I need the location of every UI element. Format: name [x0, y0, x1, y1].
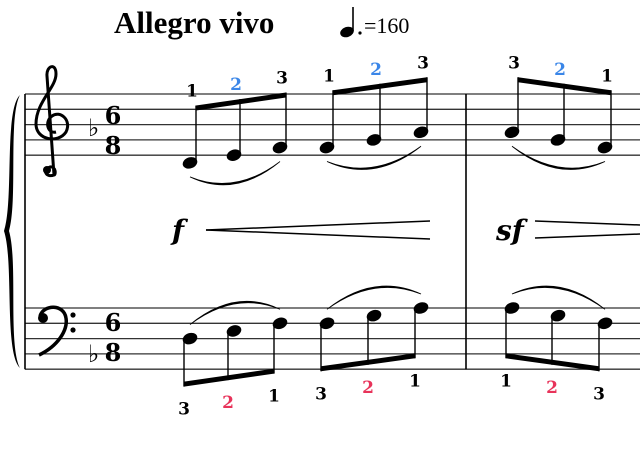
slur — [511, 285, 606, 310]
time-sig-bottom: 8 — [105, 338, 122, 367]
fingering: 2 — [222, 393, 234, 413]
brace — [4, 95, 20, 368]
beam — [518, 77, 611, 96]
slur — [326, 285, 422, 310]
time-sig-bottom: 8 — [105, 131, 122, 160]
fingering: 1 — [500, 371, 512, 391]
crescendo-hairpin — [205, 220, 431, 240]
note-head — [504, 302, 520, 314]
treble-clef-icon — [34, 65, 69, 178]
fingering: 1 — [409, 371, 421, 391]
slur — [326, 145, 422, 170]
slur — [189, 300, 281, 325]
fingering: 3 — [508, 53, 520, 73]
decrescendo-hairpin — [534, 220, 640, 239]
fingering: 1 — [323, 66, 335, 86]
fingering: 3 — [276, 69, 288, 89]
fingering: 3 — [593, 384, 605, 404]
fingering: 3 — [178, 400, 190, 420]
fingering: 3 — [315, 384, 327, 404]
metronome-note-icon — [340, 7, 362, 38]
key-flat: ♭ — [88, 340, 99, 368]
beam — [506, 353, 599, 372]
fingering: 3 — [417, 53, 429, 73]
note-head — [319, 141, 335, 154]
fingering: 1 — [186, 82, 198, 102]
bass-beam-group: 3 2 1 — [178, 300, 288, 420]
note-head — [597, 317, 613, 330]
note-head — [366, 309, 382, 322]
fingering: 1 — [601, 66, 613, 86]
fingering: 2 — [546, 378, 558, 398]
dynamic-f: f — [170, 214, 189, 247]
time-sig-top: 6 — [105, 308, 122, 337]
slur — [511, 145, 606, 170]
tempo-marking: Allegro vivo — [114, 5, 274, 40]
note-head — [550, 309, 566, 322]
note-head — [597, 141, 613, 154]
beam — [184, 368, 274, 387]
note-head — [366, 134, 382, 146]
note-head — [413, 126, 429, 139]
treble-beam-group: 1 2 3 — [319, 53, 429, 170]
bass-clef-icon — [38, 305, 76, 357]
note-head — [226, 325, 242, 337]
treble-beam-group: 1 2 3 — [182, 69, 288, 186]
note-head — [504, 126, 520, 139]
fingering: 1 — [268, 387, 280, 407]
fingering: 2 — [230, 75, 242, 95]
fingering: 2 — [370, 60, 382, 80]
fingering: 2 — [554, 60, 566, 80]
note-head — [413, 302, 429, 314]
dynamic-sf: sf — [495, 214, 529, 247]
note-head — [182, 332, 198, 345]
note-head — [226, 149, 242, 161]
note-head — [272, 141, 288, 154]
metronome-value: =160 — [364, 13, 409, 38]
slur — [189, 161, 281, 186]
treble-beam-group: 3 2 1 — [504, 53, 613, 170]
note-head — [550, 134, 566, 146]
key-flat: ♭ — [88, 114, 99, 142]
bass-beam-group: 1 2 3 — [500, 285, 613, 404]
beam — [321, 353, 415, 372]
time-sig-top: 6 — [105, 101, 122, 130]
note-head — [319, 317, 335, 330]
bass-beam-group: 3 2 1 — [315, 285, 429, 404]
note-head — [272, 317, 288, 330]
beam — [196, 92, 286, 111]
note-head — [182, 157, 198, 169]
beam — [333, 77, 427, 96]
fingering: 2 — [362, 378, 374, 398]
